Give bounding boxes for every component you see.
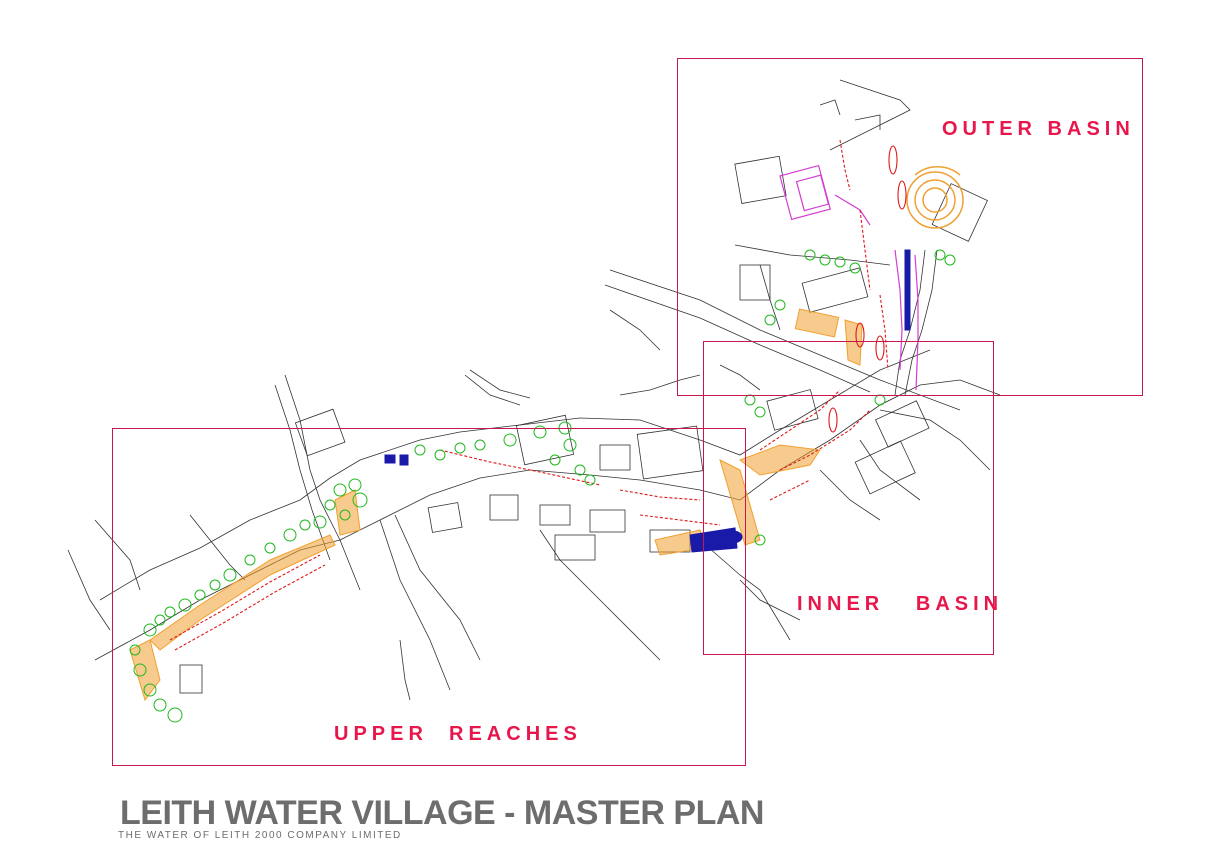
water-features [384, 249, 911, 553]
inner-basin-label: INNER BASIN [797, 593, 1004, 615]
parking-bays [169, 139, 907, 651]
street-network [67, 79, 1001, 701]
inner-basin-frame [703, 341, 994, 655]
plan-title: LEITH WATER VILLAGE - MASTER PLAN [120, 794, 764, 832]
outer-basin-plaza [906, 166, 964, 229]
company-subtitle: THE WATER OF LEITH 2000 COMPANY LIMITED [118, 830, 402, 841]
outer-basin-frame [677, 58, 1143, 396]
upper-reaches-frame [112, 428, 746, 766]
outer-basin-label: OUTER BASIN [942, 118, 1135, 140]
zone-frames [112, 58, 1143, 766]
paving-areas [129, 308, 863, 702]
trees [129, 249, 956, 723]
upper-reaches-label: UPPER REACHES [334, 723, 582, 745]
